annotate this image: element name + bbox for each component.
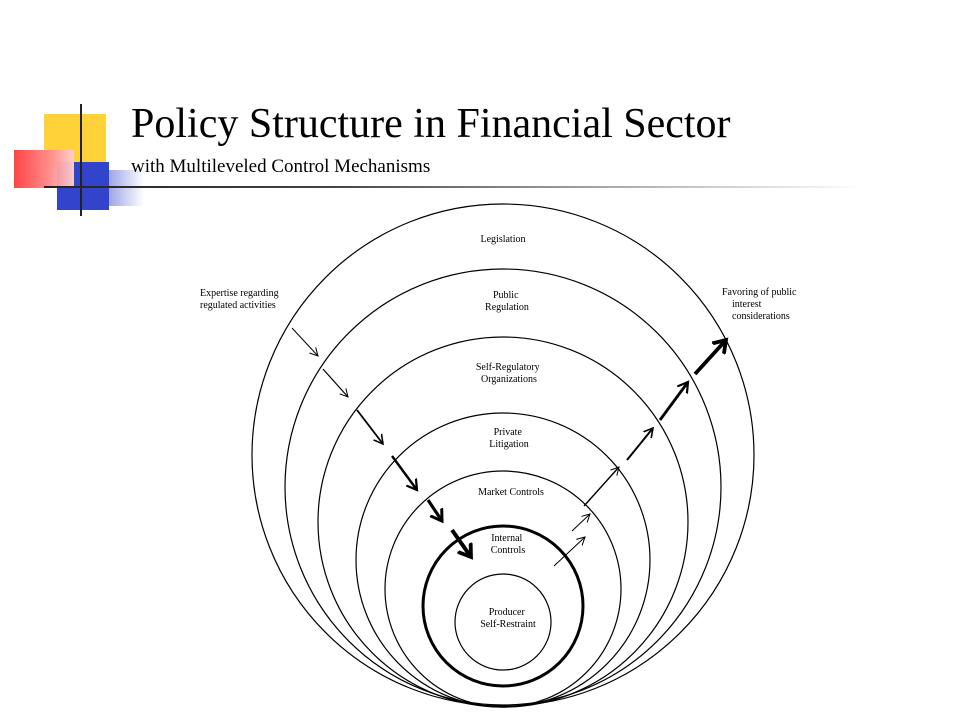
arrow-up-6: [693, 340, 726, 376]
label-public-regulation: Public Regulation: [485, 290, 529, 313]
arrow-down-5: [426, 499, 442, 521]
decor-red-square: [14, 150, 74, 188]
arrow-up-5: [658, 382, 688, 421]
title-underline: [44, 186, 864, 188]
arrow-down-2: [322, 368, 348, 397]
label-internal-controls: Internal Controls: [491, 533, 526, 556]
circle-internal-controls: [421, 524, 585, 688]
right-annotation: Favoring of public interest consideratio…: [722, 287, 799, 322]
left-annotation: Expertise regarding regulated activities: [200, 288, 281, 311]
decor-vertical-line: [80, 104, 82, 216]
slide-subtitle: with Multileveled Control Mechanisms: [131, 156, 431, 177]
circle-legislation: [251, 203, 755, 707]
label-private-litigation: Private Litigation: [489, 427, 528, 450]
label-self-regulatory: Self-Regulatory Organizations: [476, 362, 542, 385]
circle-public-regulation: [284, 268, 722, 706]
label-market-controls: Market Controls: [478, 487, 544, 498]
arrow-down-4: [391, 455, 417, 490]
arrow-up-1: [553, 537, 585, 567]
label-legislation: Legislation: [481, 234, 526, 245]
arrow-up-3: [583, 467, 619, 507]
slide-title: Policy Structure in Financial Sector: [131, 101, 731, 147]
circle-self-regulatory: [317, 336, 689, 708]
arrow-up-2: [571, 514, 590, 532]
label-producer-self-restraint: Producer Self-Restraint: [480, 607, 536, 630]
arrow-down-6: [450, 528, 471, 557]
arrow-up-4: [626, 428, 653, 461]
circle-private-litigation: [355, 412, 651, 708]
arrow-down-3: [356, 409, 383, 444]
circle-market-controls: [384, 470, 622, 708]
arrow-down-1: [291, 327, 318, 356]
circle-producer: [454, 573, 552, 671]
decor-blue-fade: [104, 170, 144, 206]
